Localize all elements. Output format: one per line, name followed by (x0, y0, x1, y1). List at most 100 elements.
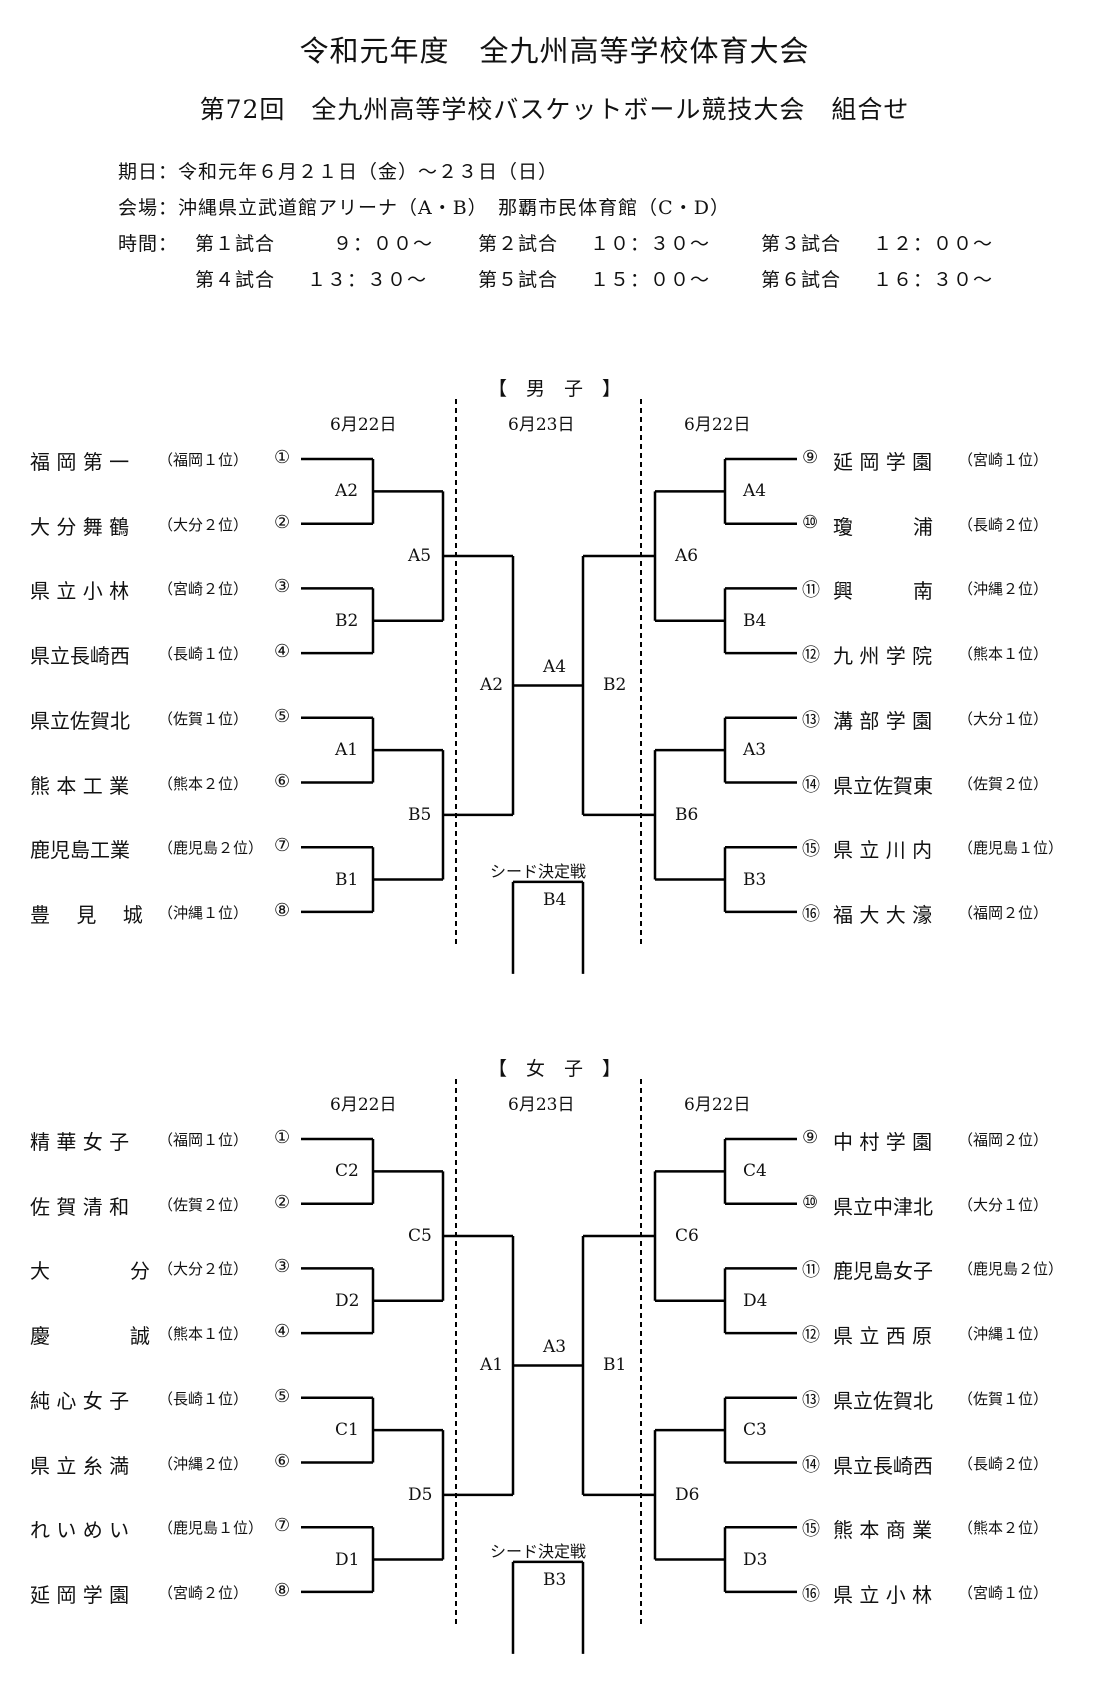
women-left-team-pref: （沖縄２位） (158, 1454, 249, 1473)
women-left-team-name: 延 岡 学 園 (30, 1582, 130, 1607)
men-right-r1-label: A3 (743, 740, 767, 761)
women-left-team-name: 純 心 女 子 (30, 1388, 130, 1413)
men-right-team-num: ⑮ (802, 839, 820, 861)
women-right-team-pref: （沖縄１位） (958, 1325, 1049, 1344)
men-right-team-pref: （長崎２位） (958, 515, 1049, 534)
men-left-team-name: 豊 見 城 (30, 902, 143, 927)
men-right-team-num: ⑬ (802, 709, 820, 731)
women-left-team-pref: （鹿児島１位） (158, 1519, 264, 1538)
men-left-team-pref: （長崎１位） (158, 645, 249, 664)
women-right-team-pref: （宮崎１位） (958, 1583, 1049, 1602)
women-left-r1-label: D1 (335, 1549, 360, 1570)
women-left-team-num: ③ (274, 1256, 291, 1278)
men-right-team-num: ⑯ (802, 903, 820, 925)
women-right-r2-label: D6 (675, 1484, 700, 1505)
men-right-team-num: ⑭ (802, 774, 820, 796)
men-right-r1-label: A4 (743, 481, 767, 502)
women-right-team-name: 県立中津北 (833, 1194, 933, 1219)
men-date-center: 6月23日 (508, 415, 575, 435)
women-left-team-name: 慶 誠 (30, 1324, 150, 1349)
men-left-team-pref: （鹿児島２位） (158, 839, 264, 858)
men-right-team-pref: （沖縄２位） (958, 580, 1049, 599)
men-left-team-pref: （福岡１位） (158, 451, 249, 469)
men-left-team-num: ② (274, 511, 291, 533)
men-right-team-pref: （宮崎１位） (958, 451, 1049, 469)
men-right-team-name: 溝 部 学 園 (833, 708, 933, 733)
women-seed-title: シード決定戦 (490, 1541, 587, 1561)
women-left-team-num: ② (274, 1191, 291, 1213)
women-right-team-num: ⑪ (802, 1260, 820, 1282)
men-seed-title: シード決定戦 (490, 861, 587, 881)
event-venue: 会場：沖縄県立武道館アリーナ（A・B） 那覇市民体育館（C・D） (118, 197, 730, 219)
women-left-r2-label: D5 (408, 1484, 433, 1505)
men-right-r2-label: B6 (675, 804, 699, 825)
women-left-team-pref: （福岡１位） (158, 1131, 249, 1149)
men-left-team-pref: （熊本２位） (158, 774, 249, 793)
men-seed-court: B4 (543, 889, 567, 910)
men-right-team-pref: （佐賀２位） (958, 774, 1049, 793)
time-label: 時間： (118, 233, 179, 255)
women-final-label: A3 (543, 1337, 567, 1358)
women-right-team-name: 県 立 西 原 (833, 1324, 933, 1349)
men-left-team-pref: （佐賀１位） (158, 709, 249, 728)
women-left-r1-label: D2 (335, 1290, 360, 1311)
game-6-name: 第６試合 (761, 269, 842, 291)
women-right-team-pref: （福岡２位） (958, 1131, 1049, 1149)
women-left-team-pref: （宮崎２位） (158, 1583, 249, 1602)
women-right-r2-label: C6 (675, 1226, 699, 1247)
women-right-team-num: ⑬ (802, 1389, 820, 1411)
women-date-left: 6月22日 (330, 1095, 397, 1115)
game-2-time: １０：３０～ (590, 233, 711, 255)
page-subtitle: 第72回 全九州高等学校バスケットボール競技大会 組合せ (199, 95, 910, 124)
men-right-team-name: 興 南 (833, 579, 933, 604)
women-right-team-pref: （熊本２位） (958, 1519, 1049, 1538)
game-5-time: １５：００～ (590, 269, 711, 291)
men-right-r2-label: A6 (675, 546, 699, 567)
women-right-r1-label: C4 (743, 1161, 767, 1182)
women-right-team-num: ⑯ (802, 1583, 820, 1605)
women-right-team-pref: （鹿児島２位） (958, 1260, 1064, 1279)
men-left-team-name: 熊 本 工 業 (30, 773, 130, 798)
men-right-team-num: ⑪ (802, 580, 820, 602)
women-right-team-pref: （大分１位） (958, 1195, 1049, 1214)
men-left-team-num: ① (274, 447, 291, 468)
men-right-team-num: ⑫ (802, 645, 820, 667)
women-left-semi-label: A1 (480, 1355, 504, 1376)
game-1-time: ９：００～ (333, 233, 434, 255)
game-1-name: 第１試合 (195, 233, 276, 255)
game-5-name: 第５試合 (478, 269, 559, 291)
women-date-right: 6月22日 (684, 1095, 751, 1115)
women-right-team-num: ⑩ (802, 1191, 819, 1213)
women-left-team-num: ⑧ (274, 1579, 291, 1601)
men-right-team-num: ⑨ (802, 447, 819, 468)
men-left-semi-label: A2 (480, 675, 504, 696)
women-left-team-pref: （大分２位） (158, 1260, 249, 1279)
game-3-time: １２：００～ (873, 233, 994, 255)
men-left-team-name: 県立佐賀北 (30, 708, 130, 733)
women-right-semi-label: B1 (603, 1355, 627, 1376)
men-left-r1-label: B2 (335, 610, 359, 631)
women-left-team-pref: （熊本１位） (158, 1325, 249, 1344)
women-right-team-name: 中 村 学 園 (833, 1130, 933, 1154)
women-left-team-name: 佐 賀 清 和 (30, 1194, 130, 1219)
women-left-team-num: ⑦ (274, 1515, 291, 1537)
women-right-team-num: ⑫ (802, 1325, 820, 1347)
women-left-team-num: ④ (274, 1321, 291, 1343)
women-right-team-num: ⑭ (802, 1454, 820, 1476)
men-date-left: 6月22日 (330, 415, 397, 435)
women-right-team-pref: （長崎２位） (958, 1454, 1049, 1473)
event-period: 期日：令和元年６月２１日（金）～２３日（日） (118, 161, 559, 183)
men-left-team-pref: （宮崎２位） (158, 580, 249, 599)
women-left-team-name: 精 華 女 子 (30, 1130, 130, 1154)
men-left-r1-label: A1 (335, 740, 359, 761)
men-right-r1-label: B3 (743, 869, 767, 890)
men-left-team-num: ⑧ (274, 899, 291, 921)
men-left-team-pref: （沖縄１位） (158, 903, 249, 922)
women-left-team-pref: （長崎１位） (158, 1389, 249, 1408)
women-left-team-num: ⑤ (274, 1385, 291, 1407)
men-left-team-pref: （大分２位） (158, 515, 249, 534)
women-left-team-num: ① (274, 1127, 291, 1148)
women-right-r1-label: D3 (743, 1549, 768, 1570)
